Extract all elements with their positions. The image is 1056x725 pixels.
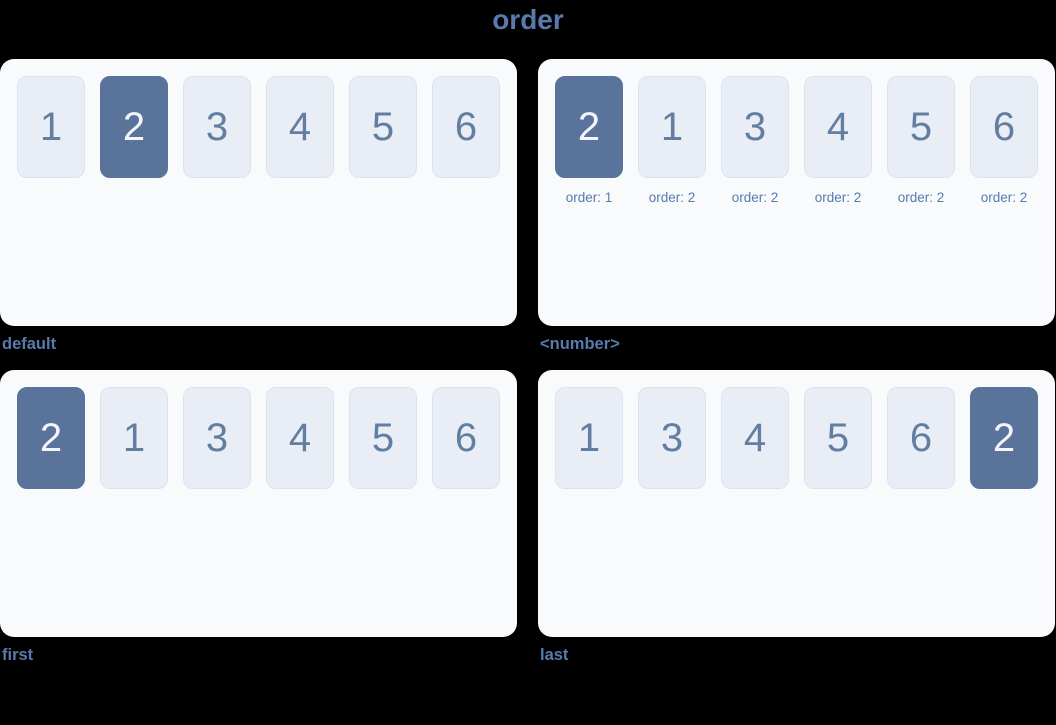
flex-item: 1 (638, 76, 706, 178)
flex-item-column: 3 order: 2 (721, 76, 789, 205)
flex-item: 4 (804, 76, 872, 178)
demo-cell: 1 3 4 5 6 2 last (538, 370, 1055, 665)
flex-item-number: 4 (288, 415, 312, 460)
flex-item-number: 6 (909, 415, 933, 460)
flex-item-column: 2 (970, 387, 1038, 489)
demo-cell: 1 2 3 4 5 6 default (0, 59, 517, 354)
flex-item-number: 6 (992, 104, 1016, 149)
panel-last: 1 3 4 5 6 2 (538, 370, 1055, 637)
flex-item: 3 (638, 387, 706, 489)
flex-item-number: 4 (743, 415, 767, 460)
flex-items-row: 2 order: 1 1 order: 2 3 order: 2 4 order… (555, 76, 1038, 205)
flex-item-number: 6 (454, 415, 478, 460)
flex-item: 6 (970, 76, 1038, 178)
flex-item: 5 (887, 76, 955, 178)
demo-cell: 2 1 3 4 5 6 first (0, 370, 517, 665)
flex-item-column: 6 order: 2 (970, 76, 1038, 205)
flex-item-number: 5 (371, 104, 395, 149)
flex-item: 5 (349, 76, 417, 178)
flex-item-number: 3 (205, 104, 229, 149)
flex-item-column: 2 (100, 76, 168, 178)
flex-item-number: 3 (660, 415, 684, 460)
panel-label-last: last (540, 646, 569, 664)
order-label: order: 2 (648, 190, 696, 205)
flex-items-row: 1 2 3 4 5 6 (17, 76, 500, 178)
flex-item-number: 5 (826, 415, 850, 460)
flex-item: 2 (17, 387, 85, 489)
flex-item-number: 5 (371, 415, 395, 460)
flex-item-number: 5 (909, 104, 933, 149)
flex-item: 3 (721, 76, 789, 178)
flex-item-number: 4 (826, 104, 850, 149)
flex-item: 3 (183, 387, 251, 489)
flex-item-column: 4 order: 2 (804, 76, 872, 205)
flex-item-number: 1 (577, 415, 601, 460)
flex-item-number: 3 (743, 104, 767, 149)
flex-item-column: 2 order: 1 (555, 76, 623, 205)
flex-item-column: 6 (432, 76, 500, 178)
flex-item: 2 (555, 76, 623, 178)
flex-items-row: 1 3 4 5 6 2 (555, 387, 1038, 489)
flex-item: 4 (266, 76, 334, 178)
order-label: order: 2 (980, 190, 1028, 205)
flex-item-column: 1 (17, 76, 85, 178)
flex-item-column: 4 (721, 387, 789, 489)
flex-item-column: 4 (266, 387, 334, 489)
flex-item-column: 3 (183, 76, 251, 178)
flex-item-number: 2 (122, 104, 146, 149)
flex-item: 6 (887, 387, 955, 489)
panel-label-first: first (2, 646, 34, 664)
flex-item: 1 (555, 387, 623, 489)
flex-item-column: 2 (17, 387, 85, 489)
flex-item-column: 1 order: 2 (638, 76, 706, 205)
panel-number: 2 order: 1 1 order: 2 3 order: 2 4 order… (538, 59, 1055, 326)
panel-first: 2 1 3 4 5 6 (0, 370, 517, 637)
page-title: order (492, 4, 564, 35)
flex-item: 4 (266, 387, 334, 489)
flex-item-column: 5 (349, 76, 417, 178)
flex-item: 5 (804, 387, 872, 489)
flex-item-number: 6 (454, 104, 478, 149)
flex-item: 3 (183, 76, 251, 178)
flex-item-number: 2 (577, 104, 601, 149)
flex-item-number: 4 (288, 104, 312, 149)
flex-item: 5 (349, 387, 417, 489)
flex-item: 4 (721, 387, 789, 489)
flex-item-column: 5 order: 2 (887, 76, 955, 205)
flex-item-column: 5 (349, 387, 417, 489)
panel-label-default: default (2, 335, 57, 353)
flex-item-column: 5 (804, 387, 872, 489)
flex-item-column: 1 (555, 387, 623, 489)
flex-item-number: 1 (39, 104, 63, 149)
flex-item: 2 (970, 387, 1038, 489)
order-label: order: 2 (814, 190, 862, 205)
flex-item: 6 (432, 76, 500, 178)
flex-item-column: 6 (887, 387, 955, 489)
order-label: order: 2 (897, 190, 945, 205)
flex-item-column: 3 (183, 387, 251, 489)
panel-default: 1 2 3 4 5 6 (0, 59, 517, 326)
flex-item-number: 2 (39, 415, 63, 460)
flex-item-column: 1 (100, 387, 168, 489)
panel-label-number: <number> (540, 335, 620, 353)
flex-item-number: 3 (205, 415, 229, 460)
order-demo-page: order 1 2 3 4 5 6 (0, 4, 1056, 665)
flex-items-row: 2 1 3 4 5 6 (17, 387, 500, 489)
flex-item: 6 (432, 387, 500, 489)
flex-item: 1 (100, 387, 168, 489)
demo-cell: 2 order: 1 1 order: 2 3 order: 2 4 order… (538, 59, 1055, 354)
flex-item-number: 1 (660, 104, 684, 149)
demo-grid: 1 2 3 4 5 6 default (0, 59, 1056, 665)
order-label: order: 1 (565, 190, 613, 205)
flex-item: 2 (100, 76, 168, 178)
order-label: order: 2 (731, 190, 779, 205)
flex-item-number: 1 (122, 415, 146, 460)
flex-item-number: 2 (992, 415, 1016, 460)
flex-item-column: 6 (432, 387, 500, 489)
flex-item-column: 3 (638, 387, 706, 489)
flex-item: 1 (17, 76, 85, 178)
flex-item-column: 4 (266, 76, 334, 178)
